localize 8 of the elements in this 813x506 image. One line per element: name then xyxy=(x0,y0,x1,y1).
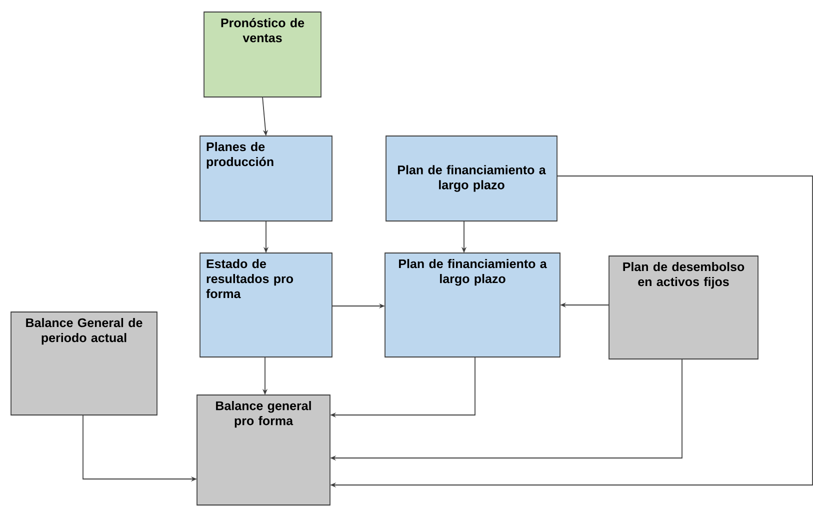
plan-box: Plan de financiamiento a largo plazo xyxy=(386,136,558,222)
plan-box: Planes de producción xyxy=(200,136,332,222)
statement-box: Balance general pro forma xyxy=(196,394,330,506)
plan-box: Plan de financiamiento a largo plazo xyxy=(384,252,560,358)
plan-box: Estado de resultados pro forma xyxy=(200,252,332,358)
statement-box: Balance General de periodo actual xyxy=(10,312,158,416)
forecast-box: Pronóstico de ventas xyxy=(204,12,322,98)
statement-box: Plan de desembolso en activos fijos xyxy=(608,256,758,360)
